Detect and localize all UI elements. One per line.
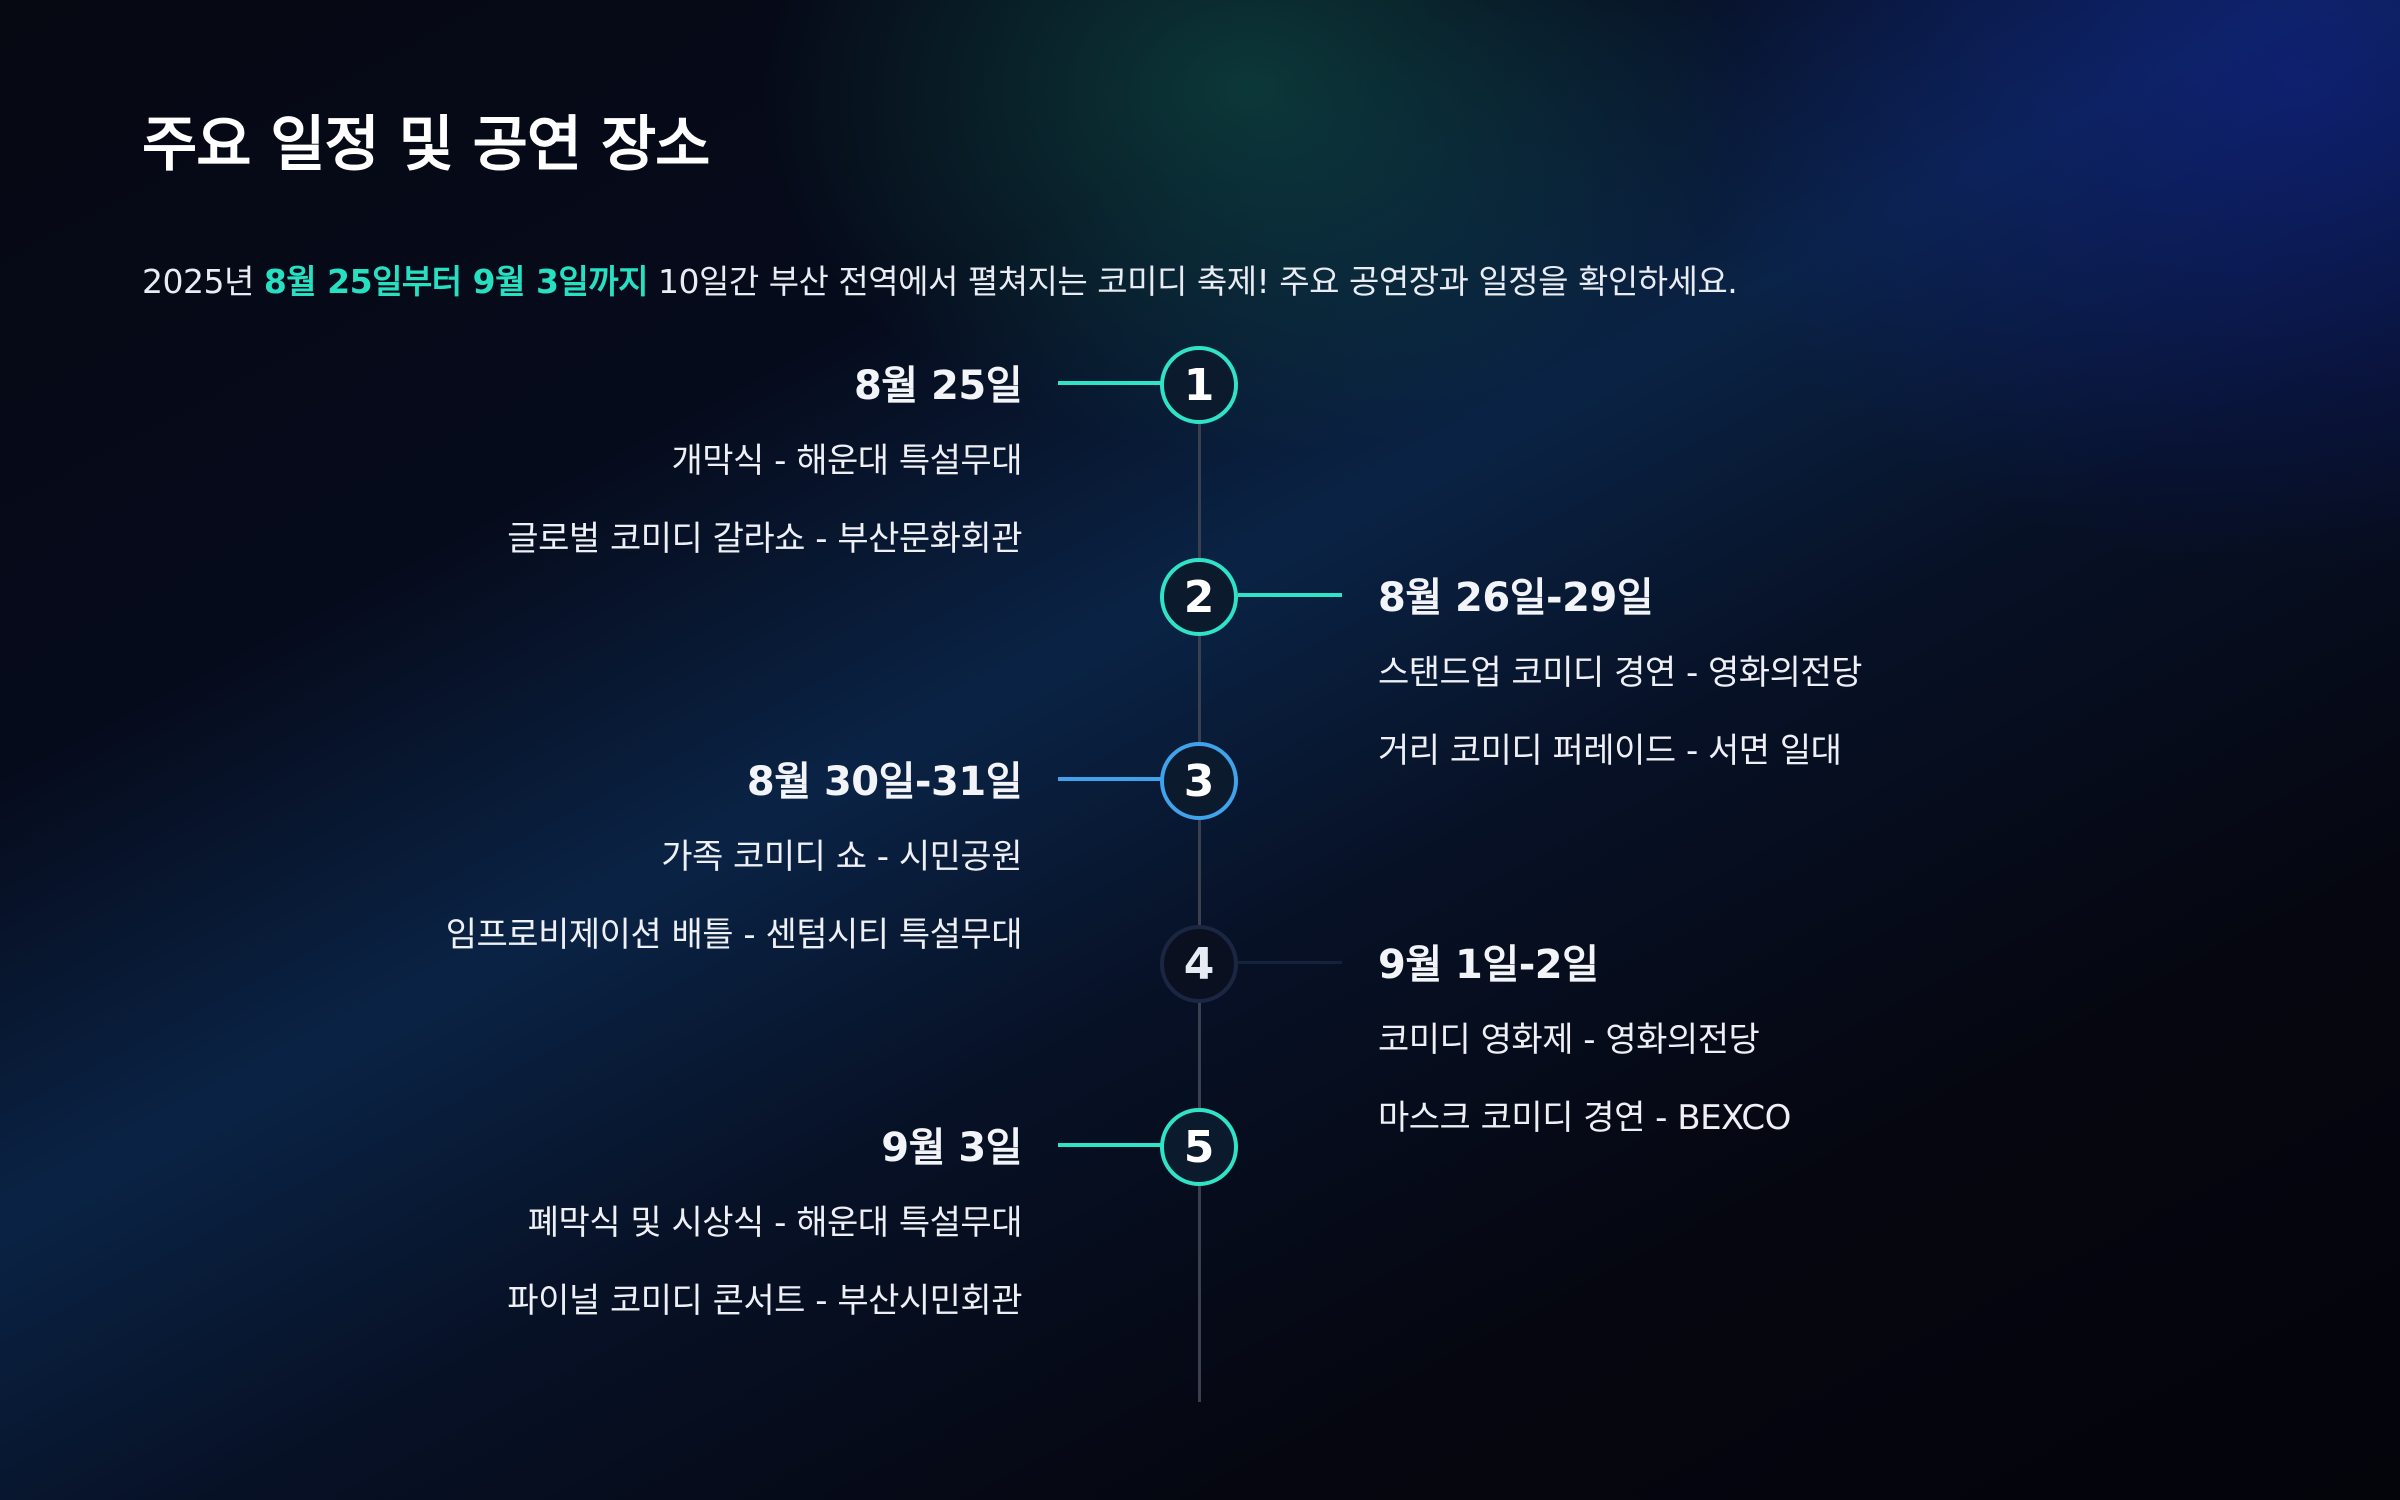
event-date: 8월 30일-31일 <box>746 759 1023 805</box>
timeline-node: 2 <box>1160 558 1238 636</box>
timeline-connector <box>1058 777 1162 781</box>
event-date: 9월 1일-2일 <box>1378 942 1599 988</box>
timeline-connector <box>1238 961 1342 964</box>
event-item: 글로벌 코미디 갈라쇼 - 부산문화회관 <box>507 519 1022 559</box>
intro-prefix: 2025년 <box>142 262 264 301</box>
event-date: 8월 25일 <box>853 363 1023 409</box>
event-date: 9월 3일 <box>881 1125 1022 1171</box>
event-item: 임프로비제이션 배틀 - 센텀시티 특설무대 <box>445 915 1023 955</box>
event-item: 폐막식 및 시상식 - 해운대 특설무대 <box>527 1203 1023 1243</box>
timeline-connector <box>1058 1143 1162 1147</box>
timeline-event: 8월 26일-29일 스탠드업 코미디 경연 - 영화의전당 거리 코미디 퍼레… <box>1378 565 2078 807</box>
timeline-event: 8월 25일 개막식 - 해운대 특설무대 글로벌 코미디 갈라쇼 - 부산문화… <box>322 353 1022 595</box>
timeline-node: 3 <box>1160 742 1238 820</box>
timeline-event: 9월 1일-2일 코미디 영화제 - 영화의전당 마스크 코미디 경연 - BE… <box>1378 932 2078 1174</box>
event-item: 파이널 코미디 콘서트 - 부산시민회관 <box>507 1281 1022 1321</box>
event-item: 거리 코미디 퍼레이드 - 서면 일대 <box>1378 731 1842 771</box>
intro-suffix: 10일간 부산 전역에서 펼쳐지는 코미디 축제! 주요 공연장과 일정을 확인… <box>648 262 1738 301</box>
event-item: 개막식 - 해운대 특설무대 <box>671 441 1023 481</box>
timeline-connector <box>1058 381 1162 385</box>
event-item: 가족 코미디 쇼 - 시민공원 <box>661 837 1022 877</box>
timeline-node: 1 <box>1160 346 1238 424</box>
intro-text: 2025년 8월 25일부터 9월 3일까지 10일간 부산 전역에서 펼쳐지는… <box>142 255 1738 303</box>
event-item: 스탠드업 코미디 경연 - 영화의전당 <box>1378 653 1862 693</box>
timeline-event: 8월 30일-31일 가족 코미디 쇼 - 시민공원 임프로비제이션 배틀 - … <box>322 749 1023 991</box>
event-date: 8월 26일-29일 <box>1378 575 1654 621</box>
page-title: 주요 일정 및 공연 장소 <box>142 110 710 180</box>
timeline-event: 9월 3일 폐막식 및 시상식 - 해운대 특설무대 파이널 코미디 콘서트 -… <box>322 1115 1022 1357</box>
timeline-node: 4 <box>1160 925 1238 1003</box>
timeline-node: 5 <box>1160 1108 1238 1186</box>
timeline-connector <box>1238 593 1342 597</box>
event-item: 코미디 영화제 - 영화의전당 <box>1378 1020 1760 1060</box>
timeline-axis <box>1198 384 1201 1402</box>
intro-date-highlight: 8월 25일부터 9월 3일까지 <box>263 262 649 301</box>
event-item: 마스크 코미디 경연 - BEXCO <box>1378 1098 1791 1138</box>
